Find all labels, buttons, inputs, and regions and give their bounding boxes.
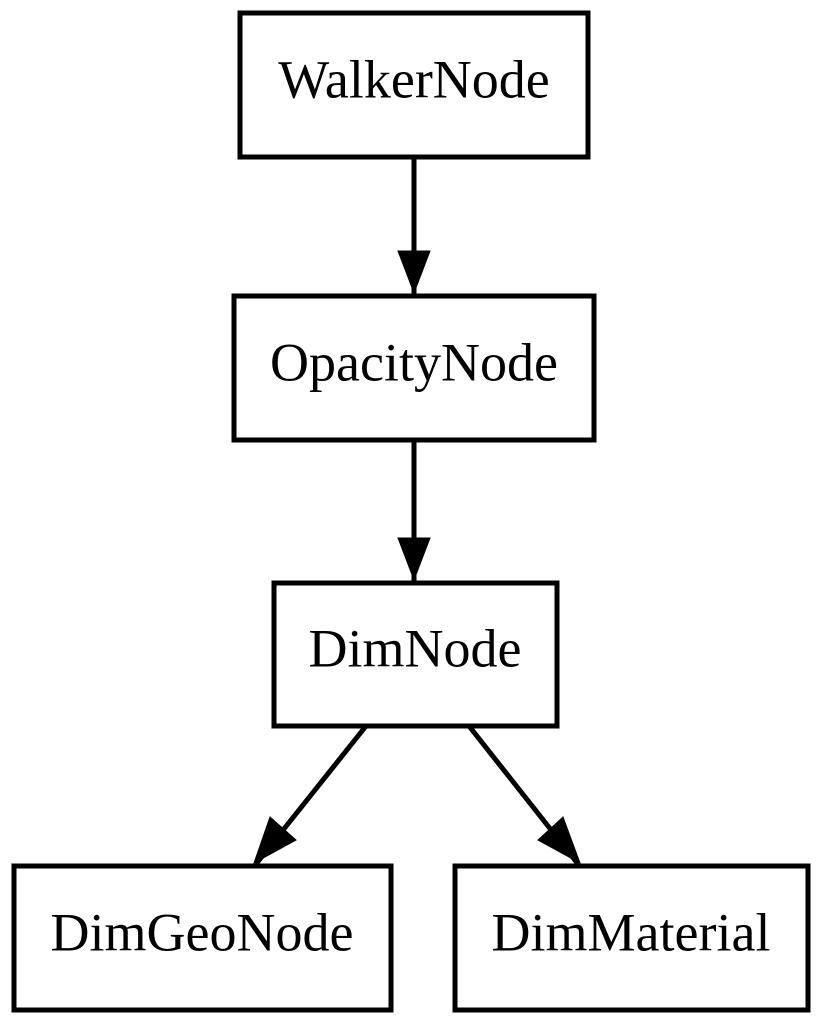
edge-dim-to-dimgeo — [253, 724, 368, 866]
node-dimnode[interactable]: DimNode — [271, 580, 560, 729]
node-label: DimNode — [309, 618, 522, 678]
arrowhead-icon — [253, 816, 297, 865]
node-label: OpacityNode — [270, 332, 558, 392]
arrowhead-icon — [397, 250, 431, 295]
node-box[interactable] — [231, 293, 597, 443]
arrowhead-icon — [397, 537, 431, 582]
node-box[interactable] — [452, 863, 811, 1013]
node-walkernode[interactable]: WalkerNode — [237, 10, 591, 160]
node-box[interactable] — [271, 580, 560, 729]
edge-walker-to-opacity — [397, 157, 431, 295]
node-dimgeonode[interactable]: DimGeoNode — [11, 863, 394, 1013]
node-label: WalkerNode — [278, 49, 550, 109]
arrowhead-icon — [537, 816, 581, 865]
node-box[interactable] — [237, 10, 591, 160]
node-label: DimMaterial — [492, 902, 771, 962]
edge-dim-to-dimmaterial — [467, 724, 581, 866]
node-box[interactable] — [11, 863, 394, 1013]
node-opacitynode[interactable]: OpacityNode — [231, 293, 597, 443]
edge-opacity-to-dim — [397, 440, 431, 582]
node-dimmaterial[interactable]: DimMaterial — [452, 863, 811, 1013]
node-label: DimGeoNode — [51, 902, 354, 962]
